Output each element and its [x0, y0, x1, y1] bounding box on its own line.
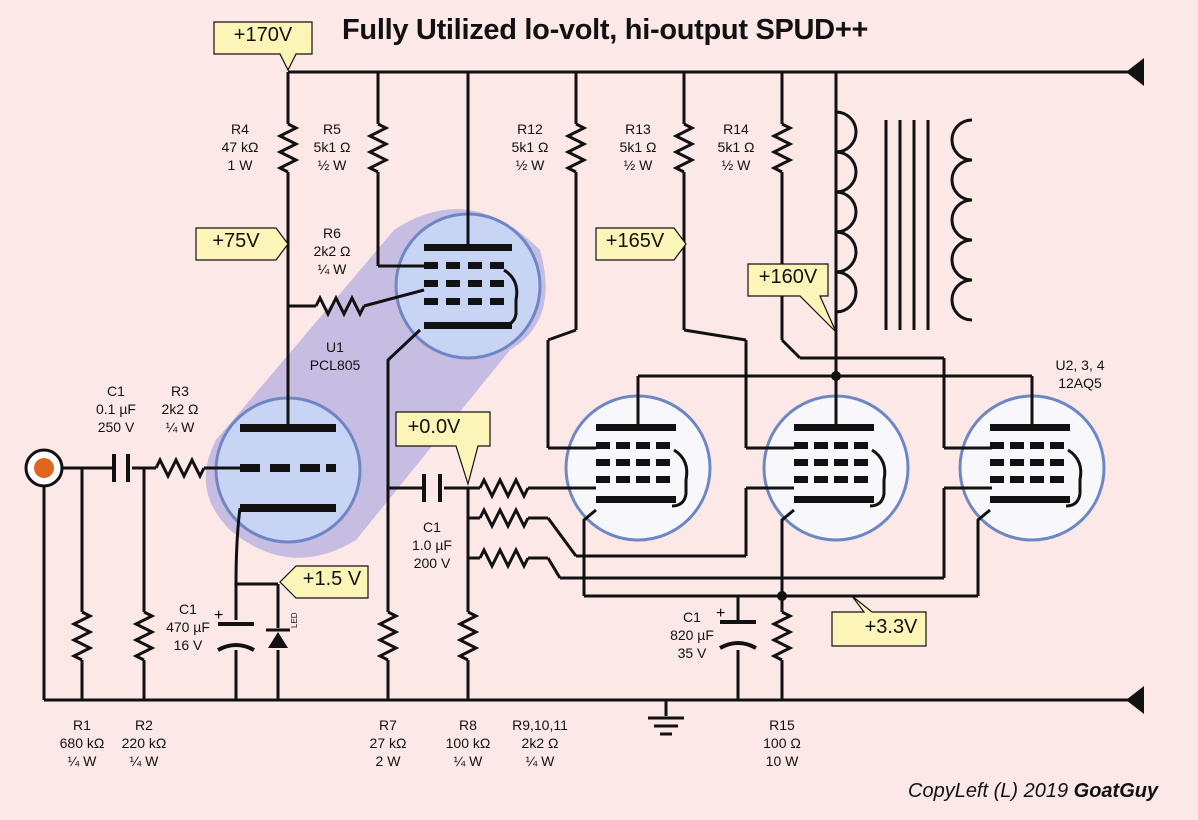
r7-resistor: [378, 610, 398, 662]
tag-170-text: +170V: [233, 24, 293, 46]
rails: [44, 70, 1140, 702]
r8-resistor: [458, 610, 478, 662]
r5-resistor: [368, 122, 388, 174]
copyright-notice: CopyLeft (L) 2019 GoatGuy: [908, 780, 1159, 802]
cap-820-plate-b: [719, 641, 757, 650]
tag-33-text: +3.3V: [864, 616, 918, 638]
r2-resistor: [134, 610, 154, 662]
r11-resistor: [478, 548, 530, 568]
tag-00-text: +0.0V: [407, 416, 461, 438]
r9-resistor: [478, 478, 530, 498]
r4-resistor: [278, 122, 298, 174]
tag-00-shape: [395, 411, 491, 487]
tag-170-shape: [213, 21, 313, 72]
tag-33-shape: [831, 595, 927, 647]
r15-resistor: [772, 610, 792, 662]
b-plus-arrow: [1126, 58, 1144, 86]
input-jack-icon: [24, 448, 64, 488]
label-led: LED: [290, 612, 299, 628]
diagram-title: Fully Utilized lo-volt, hi-output SPUD++: [342, 14, 869, 46]
tag-15-text: +1.5 V: [302, 568, 362, 590]
tag-165-shape: [595, 227, 687, 261]
cap-470-plus-sign: +: [214, 607, 223, 624]
junction-dot: [777, 591, 787, 601]
r12-resistor: [566, 122, 586, 174]
led-icon: [266, 628, 290, 648]
r10-resistor: [478, 508, 530, 528]
tag-15-shape: [279, 565, 369, 599]
junction-dot: [831, 371, 841, 381]
cap-820-plus-sign: +: [716, 605, 725, 622]
r14-resistor: [772, 122, 792, 174]
tag-160-text: +160V: [758, 266, 818, 288]
tag-160-shape: [747, 263, 837, 333]
r1-resistor: [72, 610, 92, 662]
tag-165-text: +165V: [605, 230, 665, 252]
tag-75-text: +75V: [212, 230, 260, 252]
u1-triode-tube: [214, 396, 362, 544]
ground-rail-arrow: [1126, 686, 1144, 714]
cap-470-plate-b: [217, 643, 255, 652]
tag-75-shape: [195, 227, 289, 261]
r3-resistor: [154, 458, 206, 478]
r13-resistor: [674, 122, 694, 174]
